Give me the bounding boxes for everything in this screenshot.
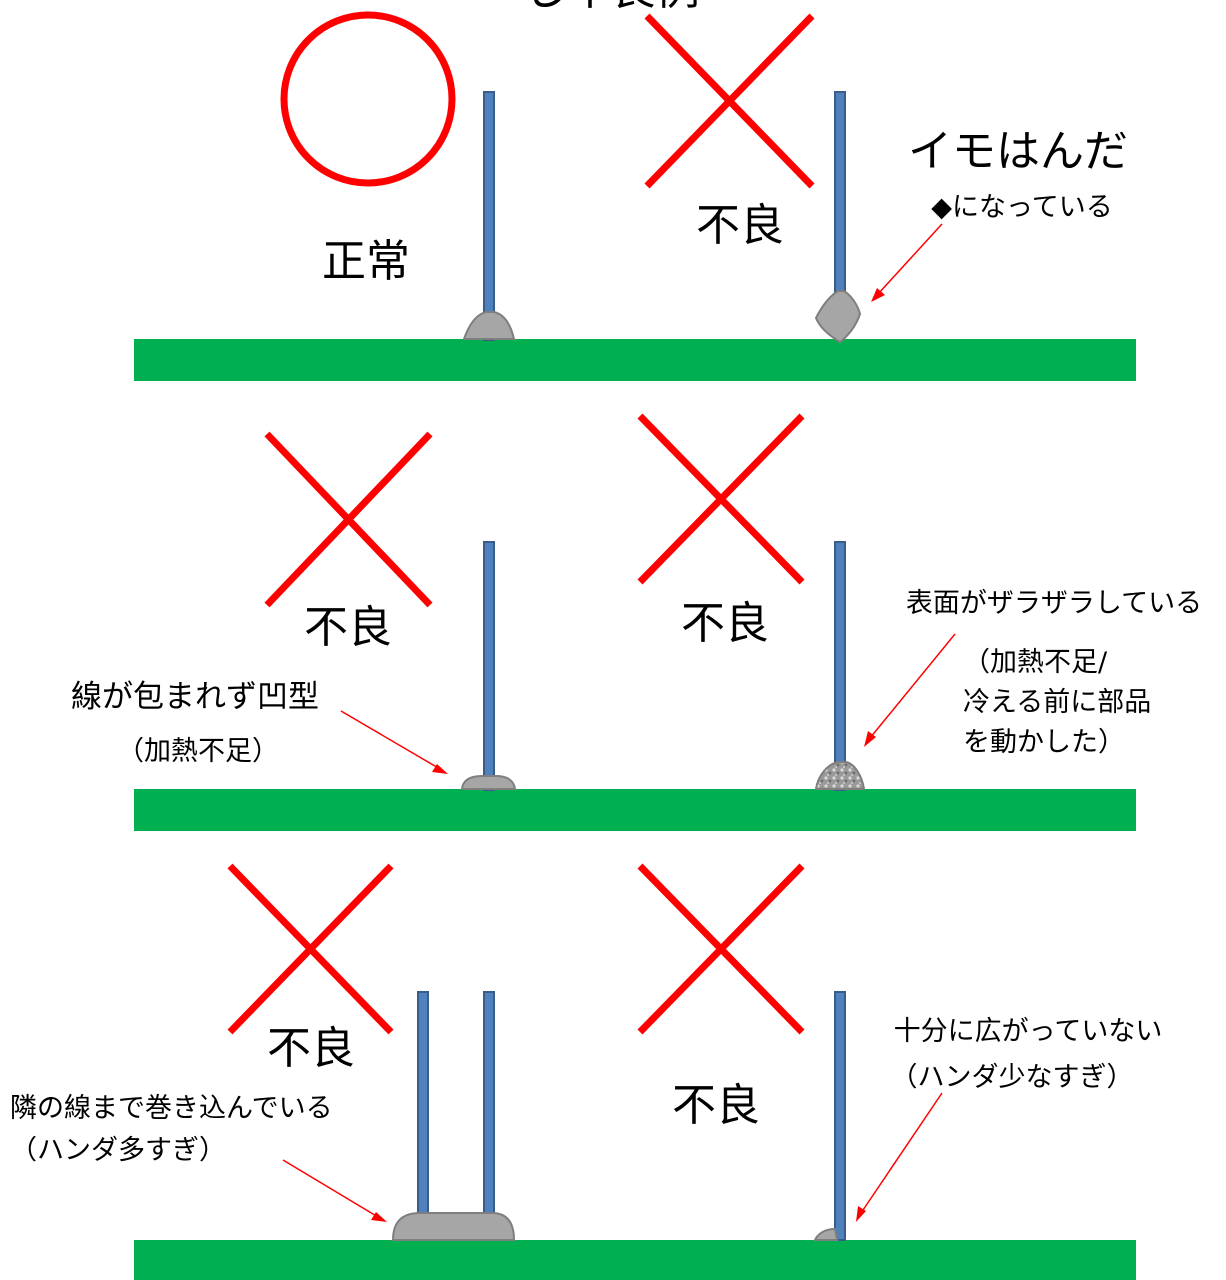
callout-text: 線が包まれず凹型 bbox=[71, 679, 319, 715]
callout-text: （ハンダ少なすぎ） bbox=[891, 1062, 1134, 1093]
ok-circle-mark bbox=[280, 11, 456, 187]
arrowhead bbox=[432, 764, 448, 774]
panel4-label: 不良 bbox=[681, 598, 769, 649]
circuit-board-row2 bbox=[134, 789, 1136, 831]
callout-text: ◆になっている bbox=[931, 192, 1112, 223]
callout-text: 隣の線まで巻き込んでいる bbox=[10, 1093, 333, 1124]
panel3-label: 不良 bbox=[304, 602, 392, 653]
solder-joint-concave bbox=[460, 775, 517, 790]
lead-wire-left bbox=[417, 991, 429, 1241]
page-title: じ不良例 bbox=[524, 0, 700, 15]
ng-cross-mark bbox=[637, 413, 805, 585]
solder-joint-normal bbox=[462, 311, 516, 340]
lead-wire bbox=[483, 91, 495, 341]
arrow bbox=[860, 1092, 943, 1214]
arrowhead bbox=[371, 1212, 387, 1222]
solder-joint-rough bbox=[814, 761, 866, 790]
lead-wire bbox=[834, 541, 846, 791]
arrow bbox=[282, 1159, 379, 1218]
callout-text: （加熱不足） bbox=[117, 736, 279, 767]
callout-text: を動かした） bbox=[963, 727, 1125, 758]
callout-text: 冷える前に部品 bbox=[963, 687, 1151, 718]
arrowhead bbox=[856, 1206, 866, 1222]
ng-cross-mark bbox=[644, 13, 815, 189]
arrow bbox=[340, 710, 441, 770]
circuit-board-row1 bbox=[134, 339, 1136, 381]
callout-title: イモはんだ bbox=[908, 126, 1128, 177]
solder-joint-potato bbox=[814, 290, 862, 344]
panel1-label: 正常 bbox=[322, 236, 410, 287]
lead-wire bbox=[834, 991, 846, 1241]
callout-text: （加熱不足/ bbox=[963, 647, 1108, 678]
callout-text: （ハンダ多すぎ） bbox=[10, 1135, 226, 1166]
lead-wire-right bbox=[483, 991, 495, 1241]
panel5-label: 不良 bbox=[267, 1023, 355, 1074]
callout-text: 表面がザラザラしている bbox=[906, 588, 1202, 619]
ng-cross-mark bbox=[264, 431, 433, 608]
callout-text: 十分に広がっていない bbox=[894, 1016, 1163, 1047]
ng-cross-mark bbox=[227, 863, 394, 1035]
arrow bbox=[877, 223, 943, 295]
arrow bbox=[869, 633, 956, 739]
panel6-label: 不良 bbox=[672, 1080, 760, 1131]
arrowhead bbox=[871, 288, 885, 302]
lead-wire bbox=[483, 541, 495, 791]
ng-cross-mark bbox=[637, 863, 805, 1035]
circuit-board-row3 bbox=[134, 1240, 1136, 1280]
solder-joint-insufficient bbox=[813, 1227, 839, 1241]
solder-joint-excess bbox=[391, 1212, 516, 1241]
panel2-label: 不良 bbox=[696, 200, 784, 251]
lead-wire bbox=[834, 91, 846, 321]
arrowhead bbox=[864, 731, 876, 747]
